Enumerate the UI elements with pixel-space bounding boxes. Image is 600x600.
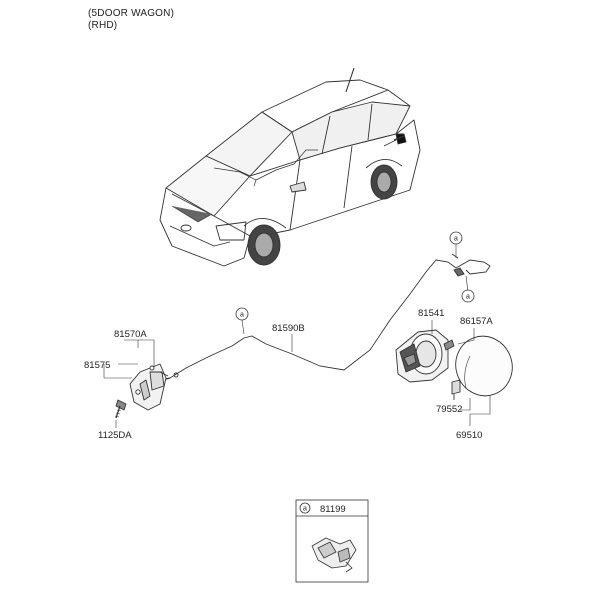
part-label-79552: 79552 [436,404,462,415]
clip-illustration [311,537,357,573]
part-label-86157a: 86157A [460,316,493,327]
callout-letter: a [466,294,470,301]
car-illustration [159,67,421,267]
part-label-81541: 81541 [418,308,444,319]
bracket-leaders [103,339,155,428]
part-label-81199: 81199 [320,504,346,515]
part-label-81575: 81575 [84,360,110,371]
part-label-81570a: 81570A [114,329,147,340]
callout-circle-cable-mid: a [235,307,249,321]
cable-assembly [161,244,491,381]
callout-circle-cable-bottom: a [461,289,475,303]
part-label-81590b: 81590B [272,323,305,334]
callout-circle-cable-top: a [449,231,463,245]
part-label-1125da: 1125DA [98,430,132,441]
drive-side-label: (RHD) [88,20,118,31]
callout-letter: a [240,312,244,319]
fuel-filler-illustration [395,329,513,400]
filler-leaders [431,320,491,426]
callout-letter: a [303,506,307,513]
model-title: (5DOOR WAGON) [88,8,175,19]
bracket-assembly-illustration [114,363,169,419]
callout-letter: a [454,236,458,243]
detail-box-clip: a 81199 [295,499,369,583]
part-label-69510: 69510 [456,430,482,441]
